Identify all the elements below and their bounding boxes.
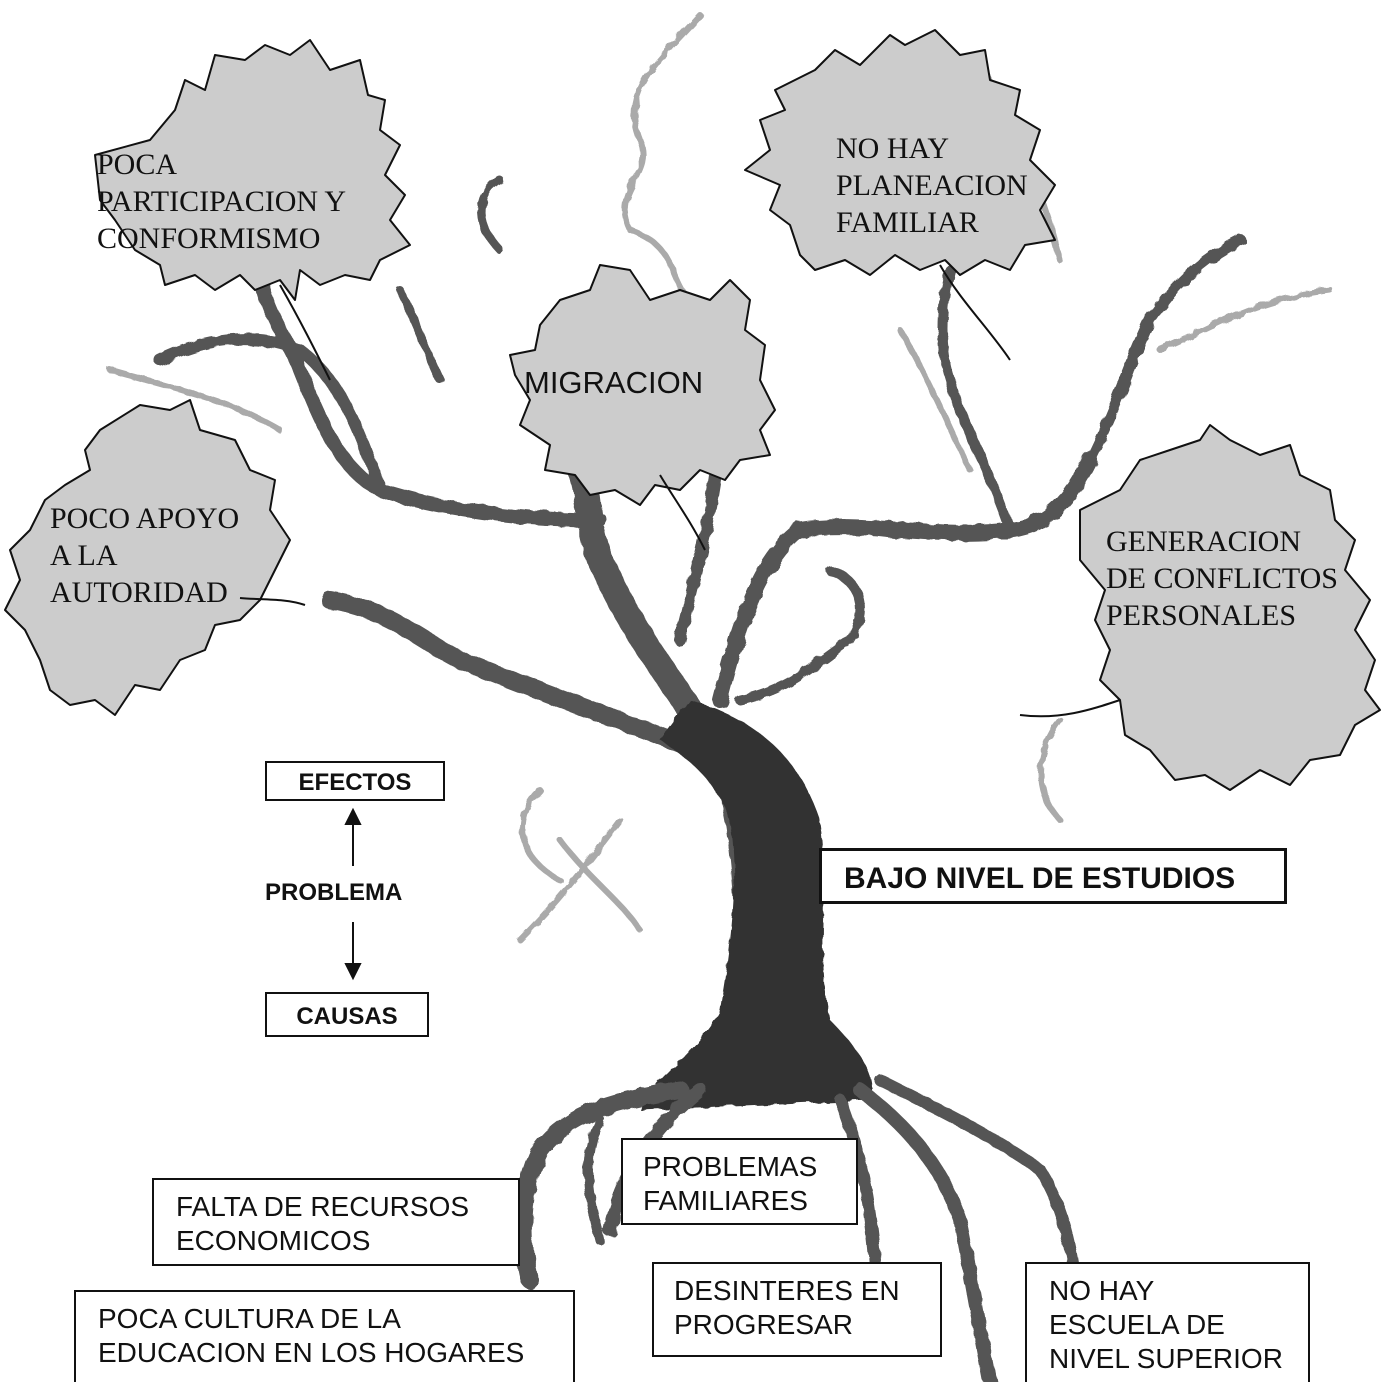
cause-box-problemas-familiares: PROBLEMAS FAMILIARES	[621, 1138, 858, 1225]
effect-label-no-hay-planeacion: NO HAY PLANEACION FAMILIAR	[836, 130, 1028, 241]
cause-box-desinteres: DESINTERES EN PROGRESAR	[652, 1262, 942, 1357]
effect-label-poca-participacion: POCA PARTICIPACION Y CONFORMISMO	[97, 146, 346, 257]
effect-label-migracion: MIGRACION	[524, 364, 703, 401]
problem-label: BAJO NIVEL DE ESTUDIOS	[844, 862, 1284, 896]
problem-box: BAJO NIVEL DE ESTUDIOS	[819, 848, 1287, 904]
cause-label-desinteres: DESINTERES EN PROGRESAR	[674, 1274, 940, 1342]
cause-label-poca-cultura: POCA CULTURA DE LA EDUCACION EN LOS HOGA…	[98, 1302, 573, 1370]
tree-trunk	[640, 700, 873, 1110]
cause-label-falta-recursos: FALTA DE RECURSOS ECONOMICOS	[176, 1190, 518, 1258]
cause-box-falta-recursos: FALTA DE RECURSOS ECONOMICOS	[152, 1178, 520, 1266]
legend-causes-box: CAUSAS	[265, 992, 429, 1037]
cause-label-problemas-familiares: PROBLEMAS FAMILIARES	[643, 1150, 856, 1218]
legend-effects-box: EFECTOS	[265, 761, 445, 801]
effect-label-poco-apoyo: POCO APOYO A LA AUTORIDAD	[50, 500, 239, 611]
cause-box-poca-cultura: POCA CULTURA DE LA EDUCACION EN LOS HOGA…	[74, 1290, 575, 1382]
legend-effects-label: EFECTOS	[267, 769, 443, 797]
cause-label-no-hay-escuela: NO HAY ESCUELA DE NIVEL SUPERIOR	[1049, 1274, 1308, 1376]
leaf-shapes	[5, 30, 1380, 790]
effect-label-generacion-conflictos: GENERACION DE CONFLICTOS PERSONALES	[1106, 523, 1338, 634]
cause-box-no-hay-escuela: NO HAY ESCUELA DE NIVEL SUPERIOR	[1025, 1262, 1310, 1382]
legend-problem-label: PROBLEMA	[265, 879, 402, 907]
arrow-down-head	[346, 964, 360, 978]
arrow-up-head	[346, 810, 360, 824]
legend-causes-label: CAUSAS	[267, 1003, 427, 1031]
